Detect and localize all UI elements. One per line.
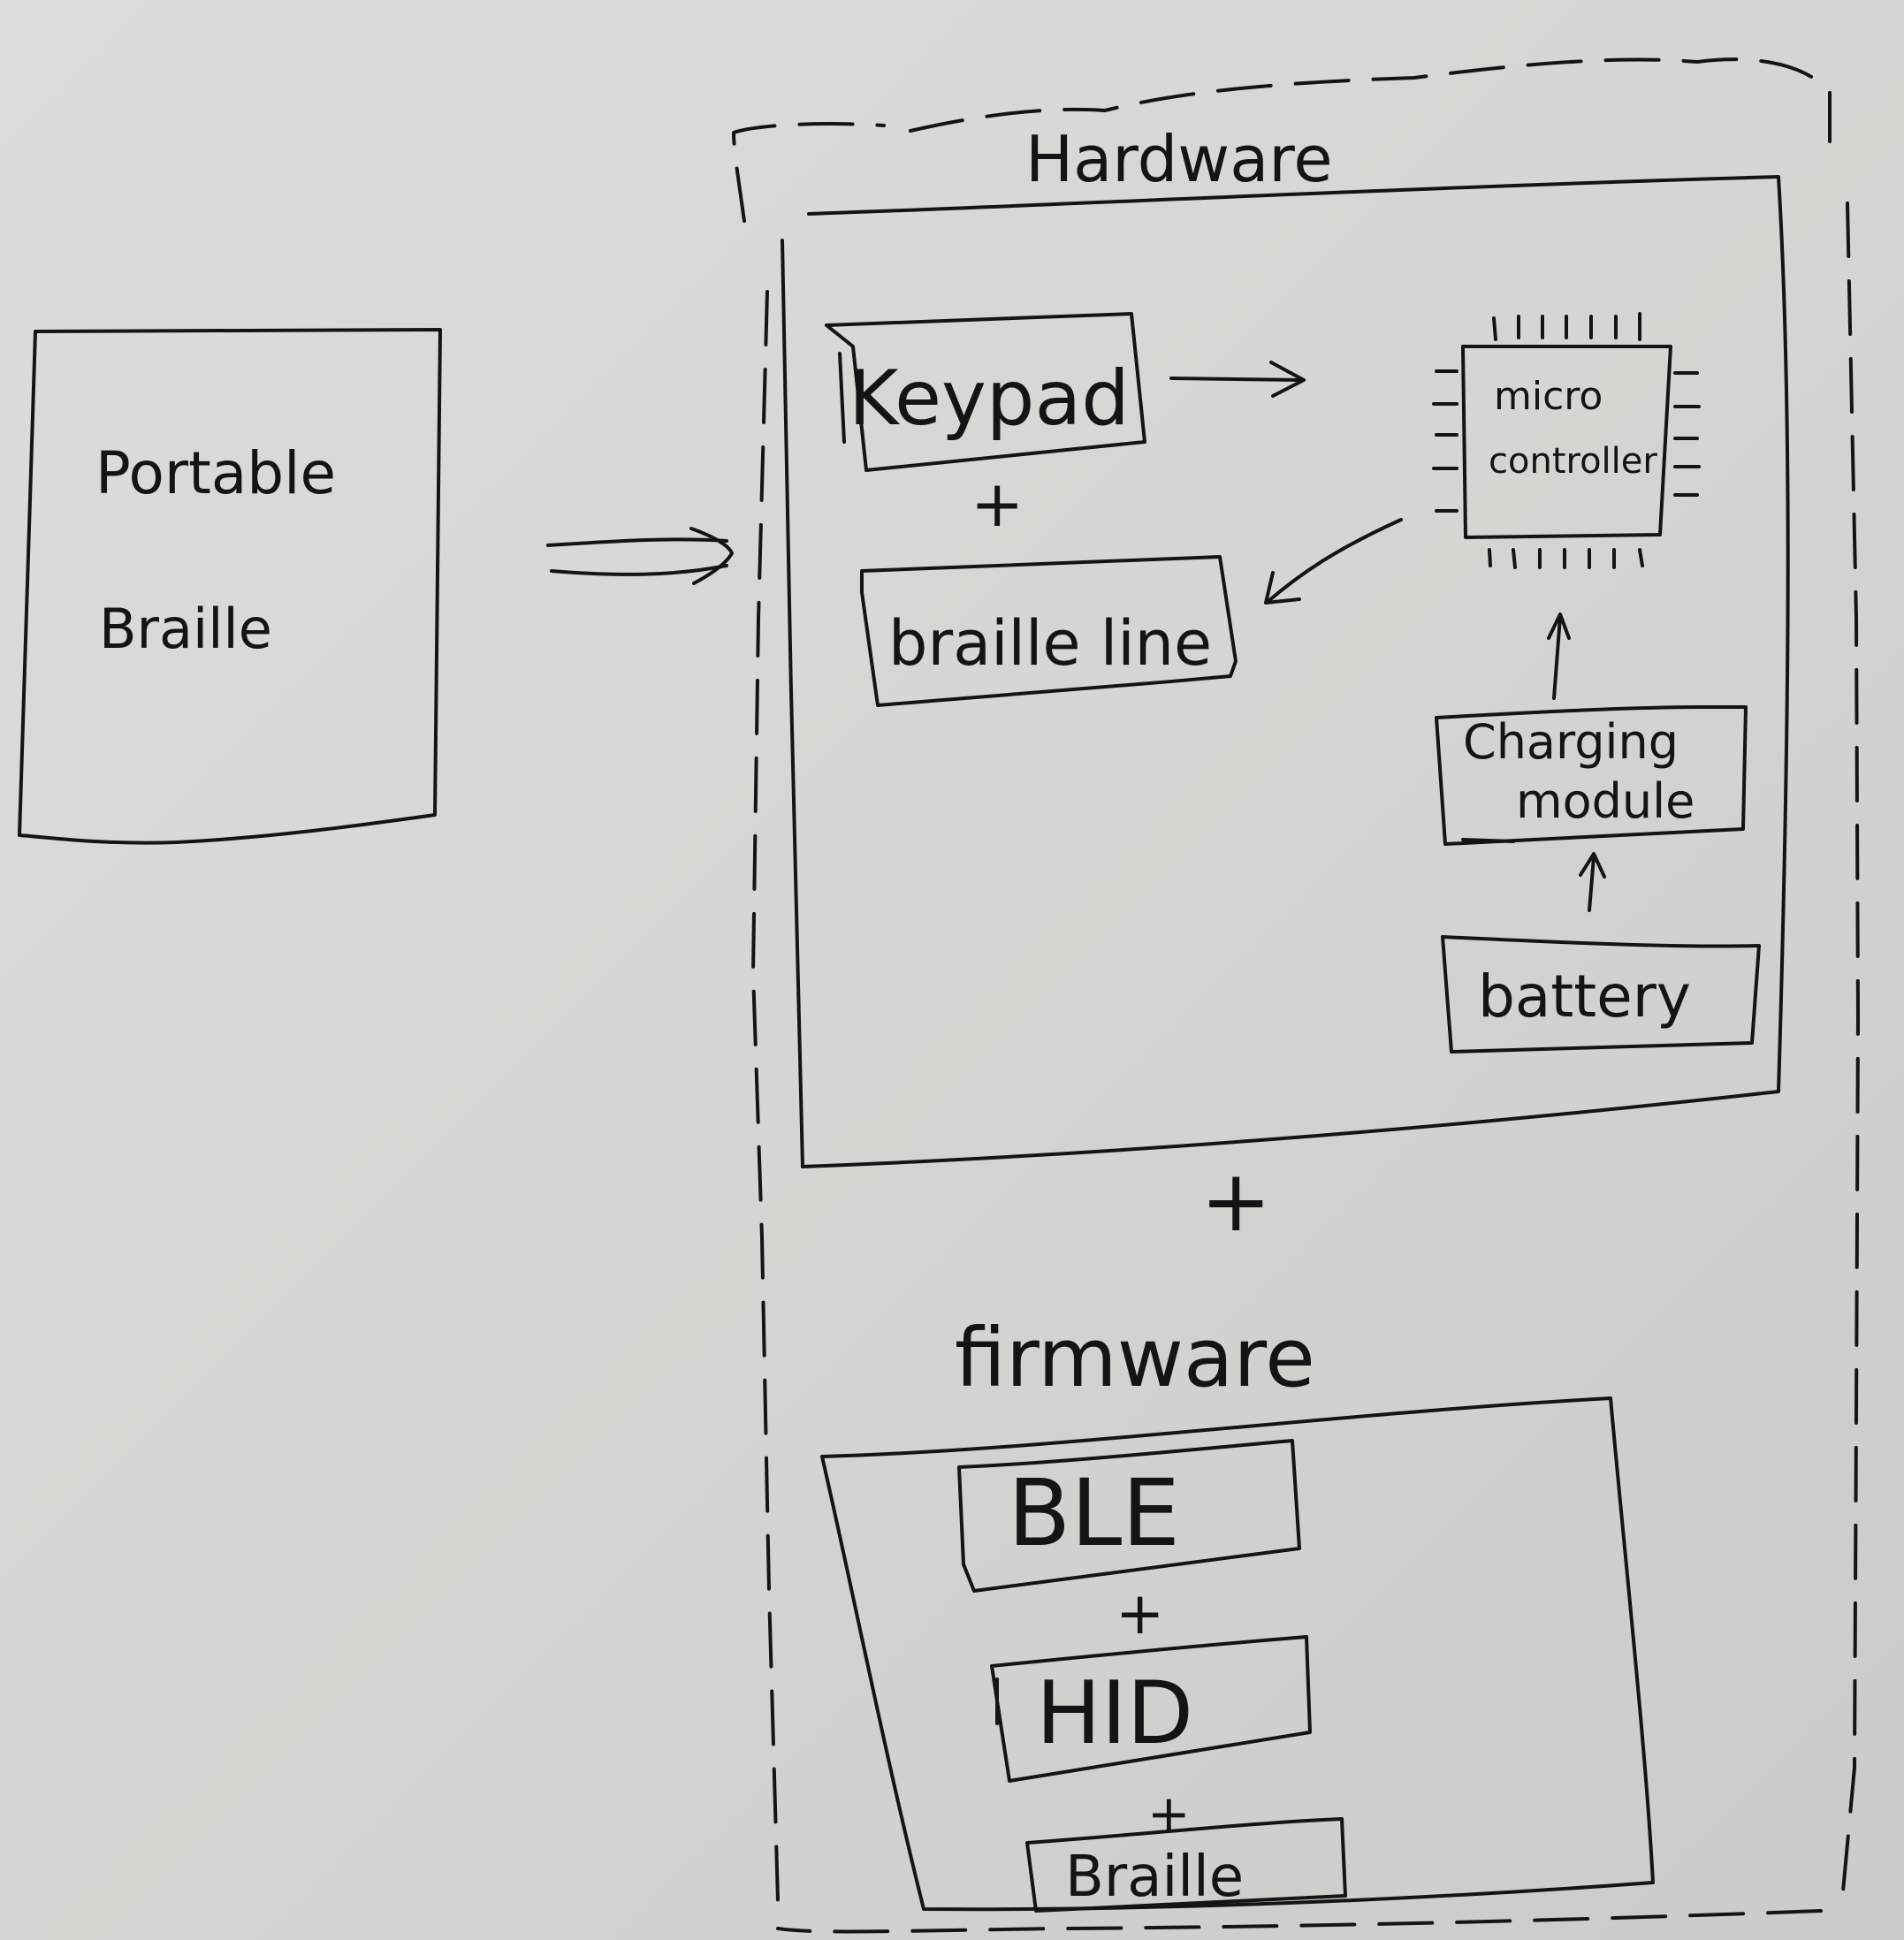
firmware-braille-box: Braille bbox=[1025, 1817, 1347, 1913]
system-dashed-container bbox=[732, 57, 1860, 1934]
charging-to-mcu-arrow bbox=[1547, 612, 1571, 700]
portable-braille-box: Portable Braille bbox=[18, 328, 442, 845]
keypad-to-mcu-arrow bbox=[1169, 361, 1306, 398]
battery-to-charging-arrow bbox=[1579, 852, 1606, 912]
charging-module-box: Charging module bbox=[1435, 705, 1748, 846]
keypad-box: Keypad bbox=[825, 312, 1146, 472]
battery-box: battery bbox=[1441, 935, 1761, 1054]
hid-label: HID bbox=[1036, 1663, 1193, 1764]
braille-line-label: braille line bbox=[888, 607, 1212, 680]
braille-line-box: braille line bbox=[860, 555, 1238, 707]
ble-label: BLE bbox=[1008, 1459, 1180, 1567]
hid-box: HID bbox=[990, 1635, 1312, 1783]
firmware-box bbox=[820, 1396, 1655, 1912]
keypad-plus: + bbox=[971, 467, 1024, 541]
charging-label-2: module bbox=[1516, 773, 1695, 829]
microcontroller-chip: micro controller bbox=[1432, 312, 1701, 569]
firmware-braille-label: Braille bbox=[1065, 1845, 1244, 1910]
battery-label: battery bbox=[1478, 962, 1691, 1031]
braille-label: Braille bbox=[99, 597, 272, 661]
hardware-box bbox=[781, 175, 1790, 1168]
ble-plus: + bbox=[1116, 1579, 1164, 1647]
firmware-title: firmware bbox=[955, 1311, 1315, 1405]
hardware-firmware-plus: + bbox=[1200, 1152, 1271, 1251]
keypad-label: Keypad bbox=[849, 354, 1130, 443]
ble-box: BLE bbox=[957, 1439, 1301, 1593]
implication-arrow bbox=[546, 527, 734, 585]
hid-plus: + bbox=[1147, 1784, 1191, 1844]
charging-label-1: Charging bbox=[1463, 714, 1679, 770]
portable-label: Portable bbox=[95, 439, 336, 507]
mcu-to-braille-arrow bbox=[1264, 518, 1403, 605]
mcu-label-micro: micro bbox=[1494, 374, 1603, 419]
hardware-title: Hardware bbox=[1025, 122, 1333, 196]
mcu-label-controller: controller bbox=[1489, 441, 1657, 482]
